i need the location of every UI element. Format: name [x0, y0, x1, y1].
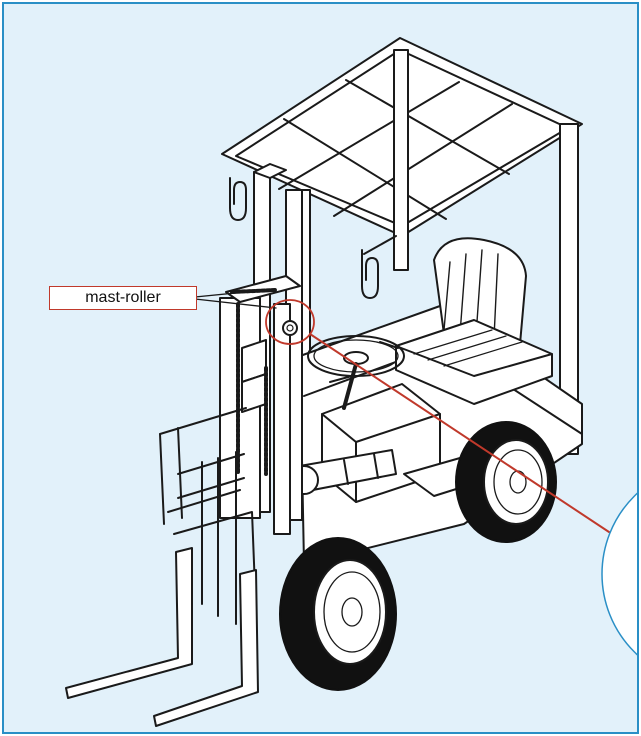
operator-seat	[395, 237, 553, 405]
mast	[219, 163, 303, 535]
forklift-illustration	[65, 37, 637, 727]
roller-highlight	[265, 299, 613, 535]
forks	[65, 547, 259, 727]
magnifier-circle	[601, 492, 637, 656]
tilt-cylinder	[287, 449, 397, 495]
mast-roller-label: mast-roller	[49, 286, 197, 310]
steering-wheel	[307, 335, 405, 410]
front-wheel	[279, 537, 397, 691]
load-backrest	[159, 407, 257, 625]
mast-roller	[282, 320, 298, 336]
callout-leaders	[194, 289, 277, 309]
